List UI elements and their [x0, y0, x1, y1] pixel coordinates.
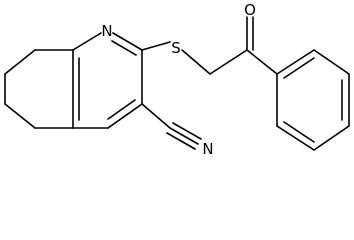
- bond: [141, 103, 171, 129]
- sulfur-label: S: [171, 39, 181, 57]
- chemical-structure-diagram: N S O N: [4, 1, 350, 158]
- bond: [313, 49, 350, 75]
- carbonyl-group: [246, 16, 278, 75]
- bond: [169, 127, 199, 145]
- bond: [166, 132, 196, 150]
- carbonyl-oxygen-label: O: [244, 1, 256, 19]
- ring-nitrogen-label: N: [101, 22, 112, 40]
- bond: [209, 49, 248, 75]
- thioether-linker: [141, 41, 248, 75]
- bond: [107, 99, 136, 120]
- bond: [141, 41, 171, 51]
- bond: [181, 49, 211, 75]
- bond: [276, 49, 315, 75]
- bond: [107, 103, 143, 129]
- bond: [4, 49, 36, 75]
- bond: [246, 49, 278, 75]
- phenyl-ring: [276, 49, 350, 151]
- bond: [4, 103, 36, 129]
- bond: [72, 32, 102, 51]
- nitrile-group: [141, 103, 202, 150]
- bond: [283, 57, 315, 79]
- bond: [313, 125, 350, 151]
- bond: [172, 122, 202, 140]
- bond: [111, 40, 137, 56]
- nitrile-nitrogen-label: N: [202, 140, 213, 158]
- bond: [276, 125, 315, 151]
- bond: [112, 32, 143, 51]
- bond: [283, 121, 315, 143]
- cyclohexane-ring: [4, 49, 74, 129]
- pyridine-ring: [72, 32, 143, 129]
